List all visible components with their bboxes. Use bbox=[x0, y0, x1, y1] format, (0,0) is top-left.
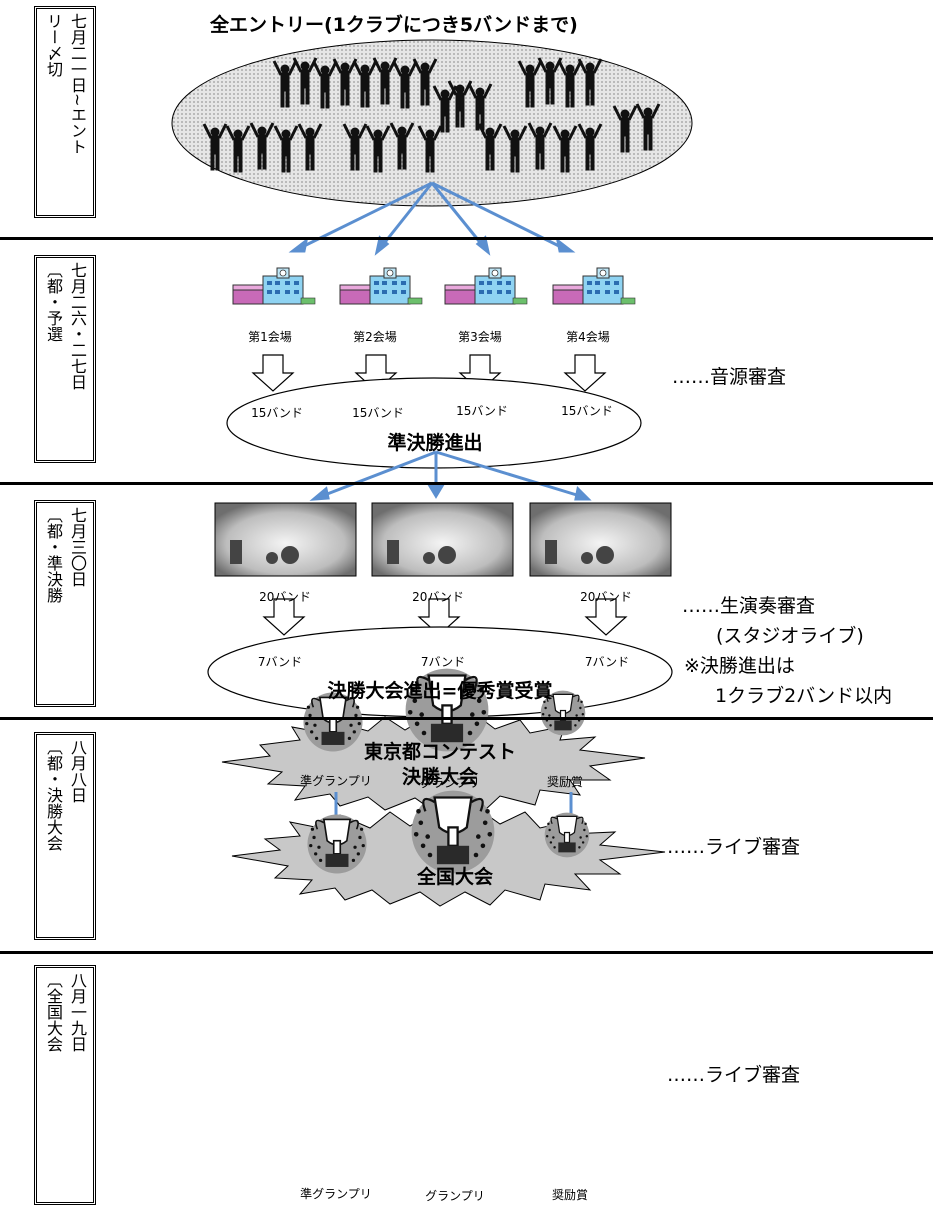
band-count: 15バンド bbox=[561, 404, 613, 418]
band-count: 20バンド bbox=[412, 590, 464, 604]
band-count: 20バンド bbox=[580, 590, 632, 604]
stage-label-line1: 七月二六・二七日 bbox=[68, 262, 87, 390]
band-count: 15バンド bbox=[352, 406, 404, 420]
stage-label-line2: 〔都・準決勝 bbox=[44, 507, 63, 603]
venue-label: 第3会場 bbox=[458, 330, 502, 344]
stage-label-entry: 七月二一日~エント リー〆切 bbox=[34, 6, 96, 218]
stage-label-prelim: 七月二六・二七日 〔都・予選 bbox=[34, 255, 96, 463]
band-count: 20バンド bbox=[259, 590, 311, 604]
advance-count: 7バンド bbox=[257, 655, 303, 669]
section-divider bbox=[0, 482, 933, 485]
venue-label: 第1会場 bbox=[248, 330, 292, 344]
section-divider bbox=[0, 237, 933, 240]
section-divider bbox=[0, 951, 933, 954]
award-label: 準グランプリ bbox=[300, 1187, 372, 1201]
award-label: グランプリ bbox=[425, 1189, 485, 1203]
section-divider bbox=[0, 717, 933, 720]
venue-buildings bbox=[232, 267, 636, 305]
stage-label-line2: リー〆切 bbox=[44, 13, 63, 77]
semifinal-advance-ellipse bbox=[226, 377, 642, 469]
stage-label-line2: 〔全国大会 bbox=[44, 972, 63, 1052]
advance-count: 7バンド bbox=[420, 655, 466, 669]
stage-label-line1: 七月二一日~エント bbox=[68, 13, 87, 155]
stage-label-line1: 八月八日 bbox=[68, 739, 87, 803]
advance-count: 7バンド bbox=[584, 655, 630, 669]
stage-label-line2: 〔都・決勝大会 bbox=[44, 739, 63, 851]
national-title: 全国大会 bbox=[416, 866, 493, 888]
final-advance-label: 決勝大会進出=優秀賞受賞 bbox=[327, 680, 553, 702]
stage-label-line1: 八月一九日 bbox=[68, 972, 87, 1052]
venue-label: 第2会場 bbox=[353, 330, 397, 344]
final-limit-note: ※決勝進出は bbox=[684, 655, 795, 677]
award-label: 奨励賞 bbox=[551, 1188, 588, 1202]
venue-label: 第4会場 bbox=[566, 330, 610, 344]
national-live-review-note: ……ライブ審査 bbox=[667, 1064, 801, 1086]
stage-label-final: 八月八日 〔都・決勝大会 bbox=[34, 732, 96, 940]
stage-label-line1: 七月三〇日 bbox=[68, 507, 87, 587]
studio-live-note: (スタジオライブ) bbox=[716, 625, 864, 647]
final-title-line1: 東京都コンテスト bbox=[363, 741, 516, 763]
studio-photos bbox=[214, 502, 672, 577]
stage-label-national: 八月一九日 〔全国大会 bbox=[34, 965, 96, 1205]
stage-label-line2: 〔都・予選 bbox=[44, 262, 63, 342]
final-limit-note-detail: 1クラブ2バンド以内 bbox=[715, 685, 893, 707]
page-title: 全エントリー(1クラブにつき5バンドまで) bbox=[210, 14, 578, 36]
award-label: グランプリ bbox=[420, 776, 480, 790]
stage-label-semifinal: 七月三〇日 〔都・準決勝 bbox=[34, 500, 96, 707]
audio-review-note: ……音源審査 bbox=[672, 366, 787, 388]
final-live-review-note: ……ライブ審査 bbox=[667, 836, 801, 858]
band-count: 15バンド bbox=[251, 406, 303, 420]
award-label: 奨励賞 bbox=[546, 775, 583, 789]
band-count: 15バンド bbox=[456, 404, 508, 418]
live-performance-review-note: ……生演奏審査 bbox=[682, 595, 816, 617]
semifinal-advance-label: 準決勝進出 bbox=[387, 432, 483, 454]
final-title-line2: 決勝大会 bbox=[401, 766, 478, 788]
award-label: 準グランプリ bbox=[300, 774, 372, 788]
